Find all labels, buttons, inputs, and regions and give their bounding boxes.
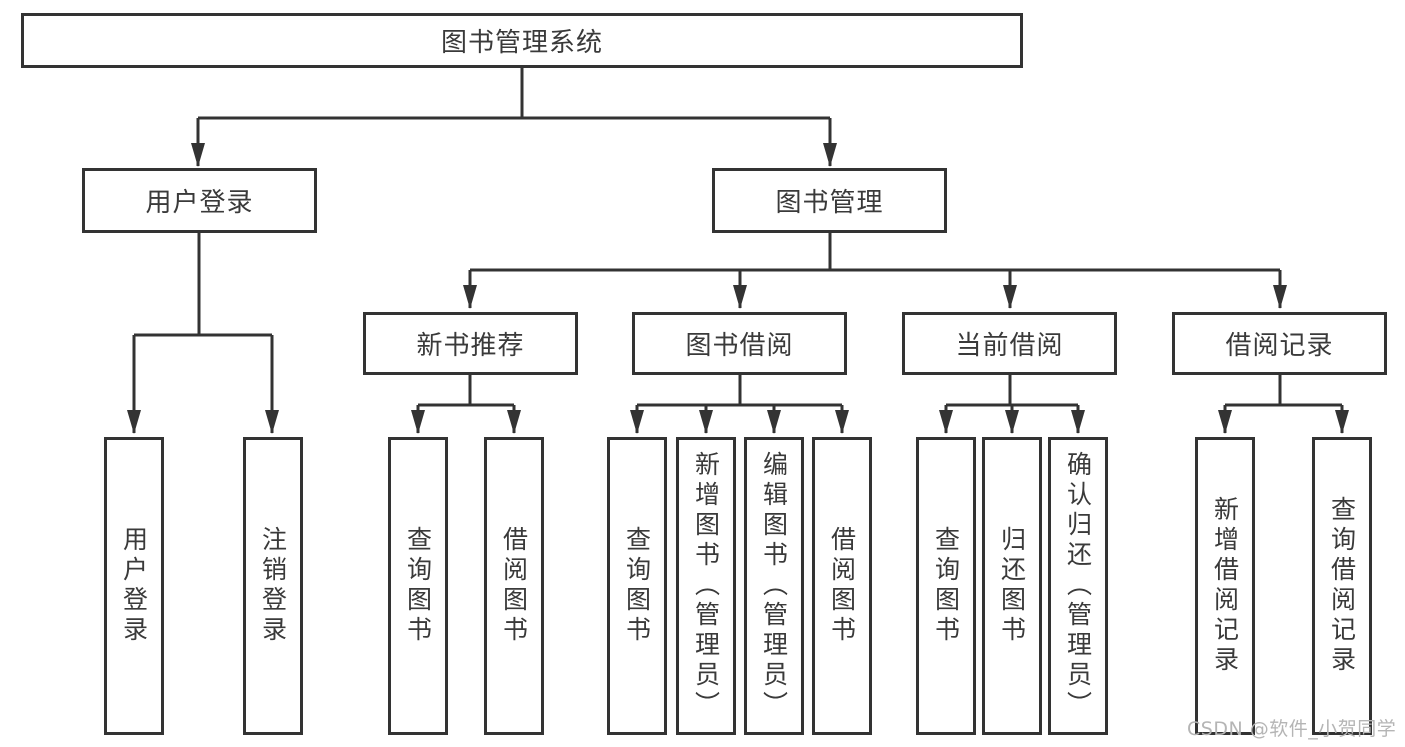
node-label: 用户登录 [119, 526, 149, 646]
leaf-query-books-borrowing: 查询图书 [607, 437, 667, 735]
leaf-return-books: 归还图书 [982, 437, 1042, 735]
node-label: 借阅图书 [827, 526, 857, 646]
node-new-book-recommend: 新书推荐 [363, 312, 578, 375]
node-label: 注销登录 [258, 526, 288, 646]
node-label: 图书管理 [775, 188, 884, 218]
node-label: 图书借阅 [685, 331, 794, 361]
node-borrowing-records: 借阅记录 [1172, 312, 1387, 375]
node-book-management: 图书管理 [712, 168, 947, 233]
node-label: 新增图书（管理员） [691, 451, 721, 721]
node-label: 归还图书 [997, 526, 1027, 646]
leaf-add-books-admin: 新增图书（管理员） [676, 437, 736, 735]
leaf-edit-books-admin: 编辑图书（管理员） [744, 437, 804, 735]
node-library-system: 图书管理系统 [21, 13, 1023, 68]
node-label: 当前借阅 [955, 331, 1064, 361]
node-label: 图书管理系统 [440, 28, 603, 58]
leaf-user-login: 用户登录 [104, 437, 164, 735]
node-label: 借阅图书 [499, 526, 529, 646]
leaf-logout: 注销登录 [243, 437, 303, 735]
node-current-borrowing: 当前借阅 [902, 312, 1117, 375]
node-label: 确认归还（管理员） [1063, 451, 1093, 721]
leaf-borrow-books-recommend: 借阅图书 [484, 437, 544, 735]
leaf-query-books-recommend: 查询图书 [388, 437, 448, 735]
node-label: 查询图书 [931, 526, 961, 646]
node-label: 用户登录 [145, 188, 254, 218]
leaf-query-borrow-record: 查询借阅记录 [1312, 437, 1372, 735]
connector-arrows [127, 118, 1349, 434]
node-label: 新增借阅记录 [1210, 496, 1240, 676]
node-label: 查询图书 [403, 526, 433, 646]
node-label: 新书推荐 [416, 331, 525, 361]
node-user-login: 用户登录 [82, 168, 317, 233]
leaf-confirm-return-admin: 确认归还（管理员） [1048, 437, 1108, 735]
node-label: 编辑图书（管理员） [759, 451, 789, 721]
leaf-query-books-current: 查询图书 [916, 437, 976, 735]
node-book-borrowing: 图书借阅 [632, 312, 847, 375]
csdn-watermark: CSDN @软件_小贺同学 [1187, 718, 1397, 740]
node-label: 查询图书 [622, 526, 652, 646]
leaf-borrow-books-borrowing: 借阅图书 [812, 437, 872, 735]
node-label: 查询借阅记录 [1327, 496, 1357, 676]
node-label: 借阅记录 [1225, 331, 1334, 361]
leaf-add-borrow-record: 新增借阅记录 [1195, 437, 1255, 735]
